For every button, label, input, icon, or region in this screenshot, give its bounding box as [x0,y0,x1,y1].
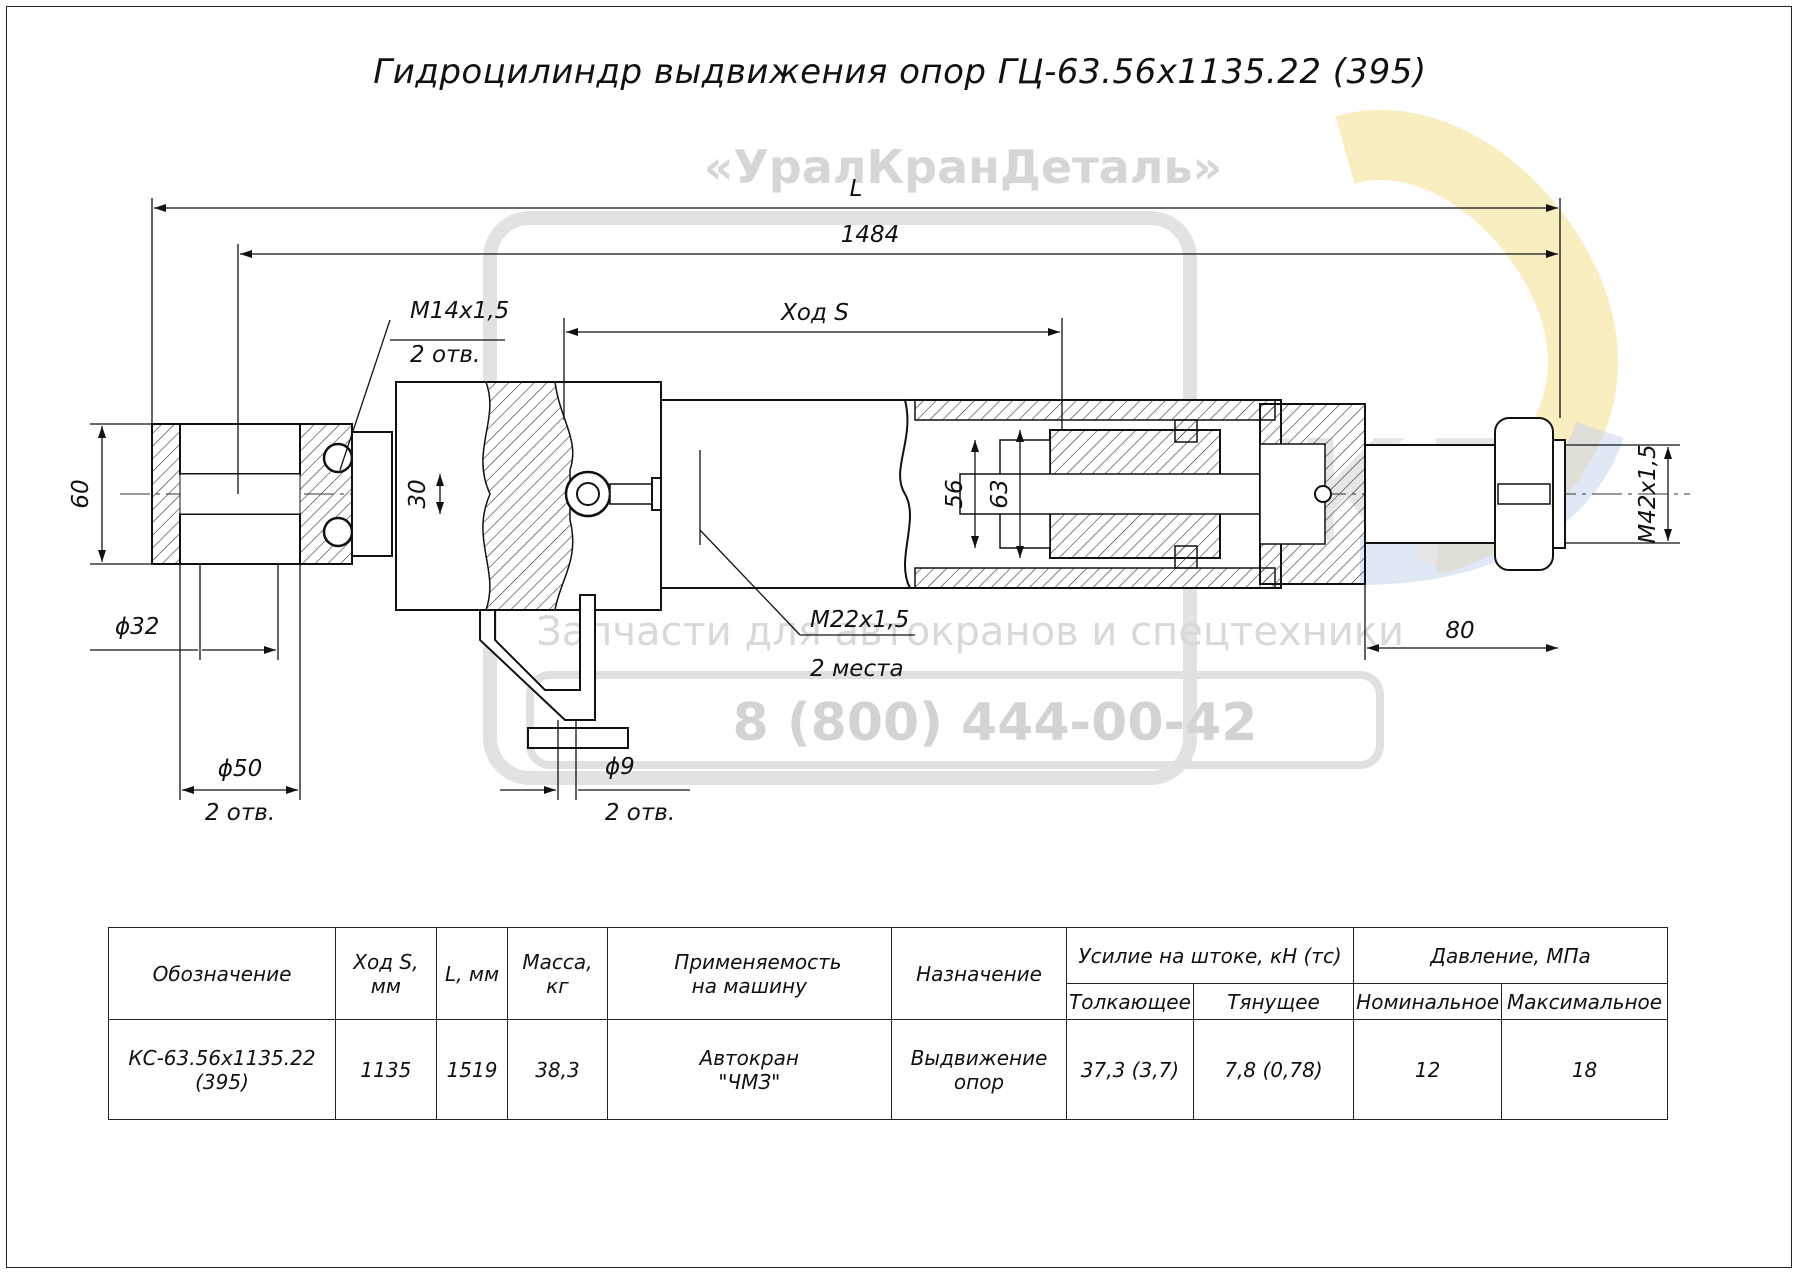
header-application: Применяемость на машину [606,927,892,1020]
cylinder-head [395,381,675,749]
header-pressure-max: Максимальное [1501,983,1668,1020]
header-designation: Обозначение [107,927,337,1020]
dim-length: 1484 [841,222,900,248]
dim-bore-diameter: 63 [987,479,1013,508]
watermark-tagline: Запчасти для автокранов и спецтехники [536,609,1404,655]
cell-application: Автокран "ЧМЗ" [606,1019,892,1120]
dim-eye-diameter: ϕ50 [218,756,262,782]
cell-purpose: Выдвижение опор [890,1019,1068,1120]
dim-bracket-hole: ϕ9 [605,754,635,780]
dim-stroke: Ход S [780,300,849,326]
watermark-brand: «УралКранДеталь» [704,140,1223,194]
cell-pressure-max: 18 [1501,1019,1668,1120]
header-purpose: Назначение [890,927,1068,1020]
header-application-text: Применяемость на машину [674,949,842,998]
dim-pin-hole: ϕ32 [115,614,159,640]
header-stroke: Ход S, мм [335,927,437,1020]
rear-clevis [151,423,393,565]
dim-thread-end: М42х1,5 [1635,444,1661,543]
dim-port-count: 2 отв. [410,342,480,368]
dim-overall: L [850,176,863,202]
dim-fitting-thread: М22х1,5 [810,607,909,633]
dim-rod-inner: 30 [405,479,431,508]
header-length: L, мм [435,927,509,1020]
header-pressure: Давление, МПа [1353,927,1668,984]
dim-height: 60 [68,479,94,508]
watermark-phone: 8 (800) 444-00-42 [733,693,1258,753]
cell-designation: КС-63.56х1135.22 (395) [107,1019,337,1120]
header-force-push: Толкающее [1066,983,1194,1020]
drawing-frame [6,6,1792,1268]
dimension-lines [90,198,1680,800]
dimension-labels: L 1484 Ход S М14х1,5 2 отв. 60 30 56 63 … [68,176,1661,826]
cell-stroke: 1135 [335,1019,437,1120]
cylinder-barrel [660,399,1282,589]
spec-table: Обозначение Ход S, мм L, мм Масса, кг Пр… [107,927,1668,1120]
header-mass: Масса, кг [507,927,608,1020]
table-row: КС-63.56х1135.22 (395) 1135 1519 38,3 Ав… [107,1019,1668,1120]
dim-fitting-count: 2 места [810,656,904,682]
rod-end [1259,403,1566,585]
cell-length: 1519 [435,1019,509,1120]
cell-mass: 38,3 [507,1019,608,1120]
header-force-pull: Тянущее [1192,983,1355,1020]
cell-application-line2: "ЧМЗ" [718,1069,781,1094]
dim-rod-diameter: 56 [942,479,968,508]
dim-end-length: 80 [1445,618,1474,644]
dim-bracket-count: 2 отв. [605,800,675,826]
cell-pressure-nom: 12 [1353,1019,1503,1120]
cell-force-pull: 7,8 (0,78) [1192,1019,1355,1120]
header-pressure-nom: Номинальное [1353,983,1503,1020]
drawing-title: Гидроцилиндр выдвижения опор ГЦ-63.56х11… [373,52,1427,92]
header-force: Усилие на штоке, кН (тс) [1066,927,1355,984]
dim-port-thread: М14х1,5 [410,298,509,324]
cell-application-line1: Автокран [699,1045,800,1070]
cell-force-push: 37,3 (3,7) [1066,1019,1194,1120]
dim-eye-count: 2 отв. [205,800,275,826]
